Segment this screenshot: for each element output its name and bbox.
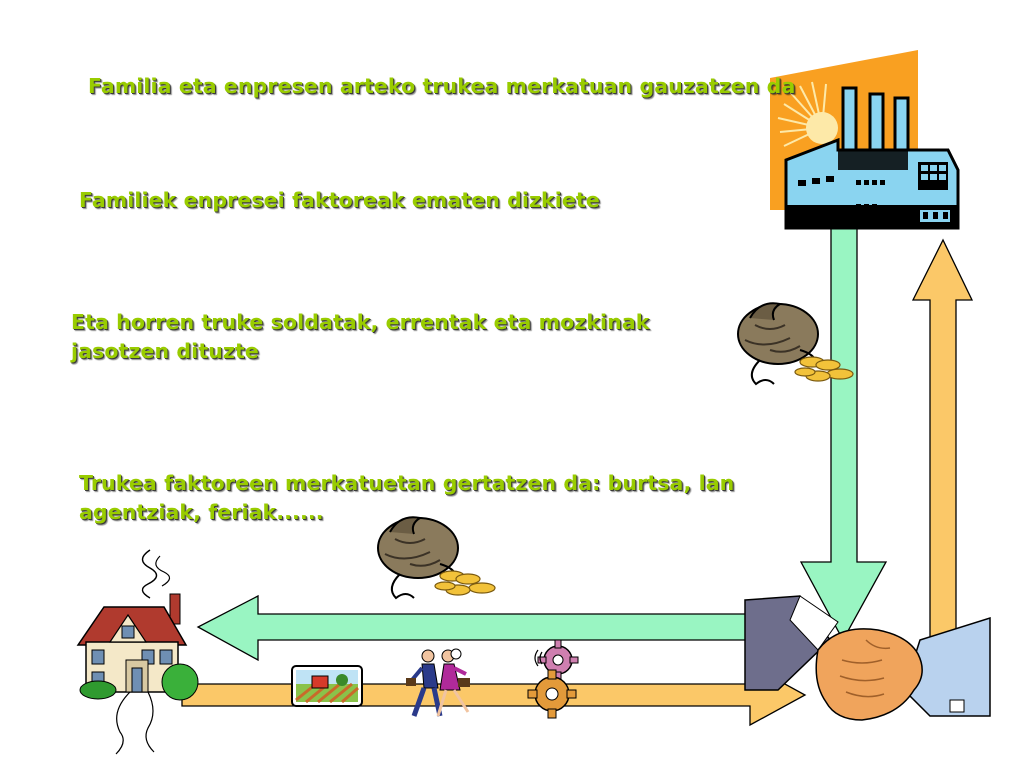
text-line-4: jasotzen dituzte [71,339,259,363]
handshake-icon [744,595,991,721]
factory-icon [770,50,960,230]
text-line-1: Familia eta enpresen arteko trukea merka… [88,74,796,98]
text-line-2: Familiek enpresei faktoreak ematen dizki… [79,188,600,212]
money-bag-icon [737,302,854,386]
gears-icon [527,639,579,719]
text-line-3: Eta horren truke soldatak, errentak eta … [71,310,650,334]
arrow-right-orange [181,663,807,727]
arrow-down-green [799,224,888,642]
money-bag-icon [377,516,496,600]
arrow-left-green [196,594,761,662]
farm-field-icon [291,665,363,707]
text-line-6: agentziak, feriak...... [79,500,324,524]
arrow-up-orange [911,238,974,656]
house-icon [76,549,199,755]
text-line-5: Trukea faktoreen merkatuetan gertatzen d… [79,471,735,495]
running-businesspeople-icon [406,648,470,717]
